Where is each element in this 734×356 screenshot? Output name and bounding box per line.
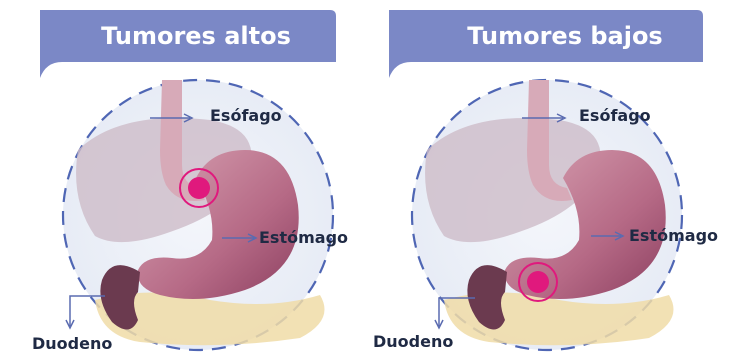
tumor-marker (188, 177, 210, 199)
panel-high-tumors: Tumores altos Esófago Estómago Duodeno (0, 0, 367, 356)
label-stomach: Estómago (629, 226, 718, 245)
label-stomach: Estómago (259, 228, 348, 247)
label-duodenum: Duodeno (373, 332, 453, 351)
panel-low-tumors: Tumores bajos Esófago Estómago Duodeno (367, 0, 734, 356)
label-esophagus: Esófago (210, 106, 282, 125)
panel-title: Tumores altos (62, 10, 330, 62)
label-esophagus: Esófago (579, 106, 651, 125)
panel-title: Tumores bajos (427, 10, 703, 62)
tumor-marker (527, 271, 549, 293)
label-duodenum: Duodeno (32, 334, 112, 353)
